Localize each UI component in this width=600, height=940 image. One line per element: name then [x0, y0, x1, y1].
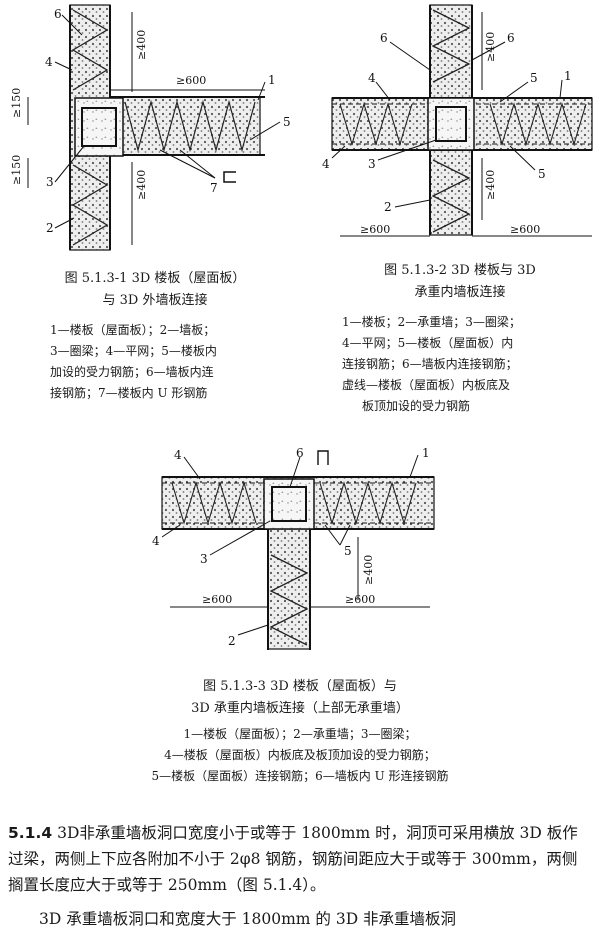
label-6: 6 — [507, 31, 515, 45]
caption-line: 与 3D 外墙板连接 — [102, 293, 208, 308]
dim-400: ≥400 — [362, 555, 375, 585]
dim-600: ≥600 — [176, 74, 206, 87]
legend-line: 加设的受力钢筋；6—墙板内连 — [50, 365, 214, 379]
legend-line: 虚线—楼板（屋面板）内板底及 — [342, 378, 511, 392]
figure-3-legend: 1—楼板（屋面板）；2—承重墙；3—圈梁； 4—楼板（屋面板）内板底及板顶加设的… — [0, 724, 600, 787]
caption-line: 承重内墙板连接 — [414, 285, 506, 300]
label-2: 2 — [46, 221, 54, 235]
label-3: 3 — [200, 552, 208, 566]
legend-line: 5—楼板（屋面板）连接钢筋；6—墙板内 U 形连接钢筋 — [151, 769, 449, 783]
legend-line: 1—楼板（屋面板）；2—承重墙；3—圈梁； — [183, 727, 417, 741]
label-1: 1 — [422, 446, 430, 460]
figure-1-caption: 图 5.1.3-1 3D 楼板（屋面板） 与 3D 外墙板连接 — [30, 268, 280, 312]
label-4: 4 — [368, 71, 376, 85]
legend-line: 4—平网；5—楼板（屋面板）内 — [342, 336, 514, 350]
label-7: 7 — [210, 181, 218, 195]
label-5: 5 — [538, 167, 546, 181]
figure-5-1-3-1: 6 4 1 5 3 2 7 ≥400 ≥600 ≥150 ≥150 ≥400 — [10, 4, 291, 251]
section-paragraph: 3D非承重墙板洞口宽度小于或等于 1800mm 时，洞顶可采用横放 3D 板作过… — [8, 824, 578, 894]
label-5: 5 — [344, 544, 352, 558]
label-1: 1 — [268, 73, 276, 87]
caption-line: 3D 承重内墙板连接（上部无承重墙） — [191, 701, 409, 716]
caption-line: 图 5.1.3-1 3D 楼板（屋面板） — [64, 271, 246, 286]
legend-line: 3—圈梁；4—平网；5—楼板内 — [50, 344, 217, 358]
caption-line: 图 5.1.3-3 3D 楼板（屋面板）与 — [203, 679, 397, 694]
label-4: 4 — [45, 55, 53, 69]
legend-line: 1—楼板；2—承重墙；3—圈梁； — [342, 315, 521, 329]
label-5: 5 — [530, 71, 538, 85]
dim-400-top: ≥400 — [135, 30, 148, 60]
label-3: 3 — [46, 175, 54, 189]
section-5-1-4: 5.1.4 3D非承重墙板洞口宽度小于或等于 1800mm 时，洞顶可采用横放 … — [8, 820, 592, 898]
section-next-paragraph: 3D 承重墙板洞口和宽度大于 1800mm 的 3D 非承重墙板洞 — [8, 906, 592, 932]
dim-150-a: ≥150 — [10, 88, 23, 118]
legend-line: 4—楼板（屋面板）内板底及板顶加设的受力钢筋； — [164, 748, 436, 762]
legend-line: 接钢筋；7—楼板内 U 形钢筋 — [50, 386, 208, 400]
label-6: 6 — [296, 446, 304, 460]
dim-400-bottom: ≥400 — [135, 170, 148, 200]
dim-400-top: ≥400 — [484, 32, 497, 62]
section-number: 5.1.4 — [8, 824, 53, 842]
label-6: 6 — [54, 7, 62, 21]
figure-5-1-3-2: 6 6 4 1 5 4 3 5 2 ≥400 ≥400 ≥600 ≥600 — [322, 4, 593, 237]
label-2: 2 — [228, 634, 236, 648]
caption-line: 图 5.1.3-2 3D 楼板与 3D — [384, 263, 536, 278]
figure-1-legend: 1—楼板（屋面板）；2—墙板； 3—圈梁；4—平网；5—楼板内 加设的受力钢筋；… — [50, 320, 217, 404]
dim-400-bottom: ≥400 — [484, 170, 497, 200]
legend-line: 连接钢筋；6—墙板内连接钢筋； — [342, 357, 518, 371]
label-5: 5 — [283, 115, 291, 129]
dim-600-right: ≥600 — [510, 223, 540, 236]
figure-2-legend: 1—楼板；2—承重墙；3—圈梁； 4—平网；5—楼板（屋面板）内 连接钢筋；6—… — [342, 312, 521, 417]
figure-5-1-3-3: 4 1 6 4 3 5 2 ≥400 ≥600 ≥600 — [152, 446, 435, 650]
dim-600-left: ≥600 — [360, 223, 390, 236]
label-6: 6 — [380, 31, 388, 45]
figure-3-caption: 图 5.1.3-3 3D 楼板（屋面板）与 3D 承重内墙板连接（上部无承重墙） — [120, 676, 480, 720]
label-4: 4 — [152, 534, 160, 548]
dim-600-left: ≥600 — [202, 593, 232, 606]
label-4: 4 — [174, 448, 182, 462]
legend-line: 1—楼板（屋面板）；2—墙板； — [50, 323, 216, 337]
dim-150-b: ≥150 — [10, 155, 23, 185]
section-paragraph: 3D 承重墙板洞口和宽度大于 1800mm 的 3D 非承重墙板洞 — [39, 910, 457, 928]
label-2: 2 — [384, 200, 392, 214]
dim-600-right: ≥600 — [345, 593, 375, 606]
label-3: 3 — [368, 157, 376, 171]
label-1: 1 — [564, 69, 572, 83]
figure-2-caption: 图 5.1.3-2 3D 楼板与 3D 承重内墙板连接 — [330, 260, 590, 304]
legend-line: 板顶加设的受力钢筋 — [362, 399, 471, 413]
label-4: 4 — [322, 157, 330, 171]
